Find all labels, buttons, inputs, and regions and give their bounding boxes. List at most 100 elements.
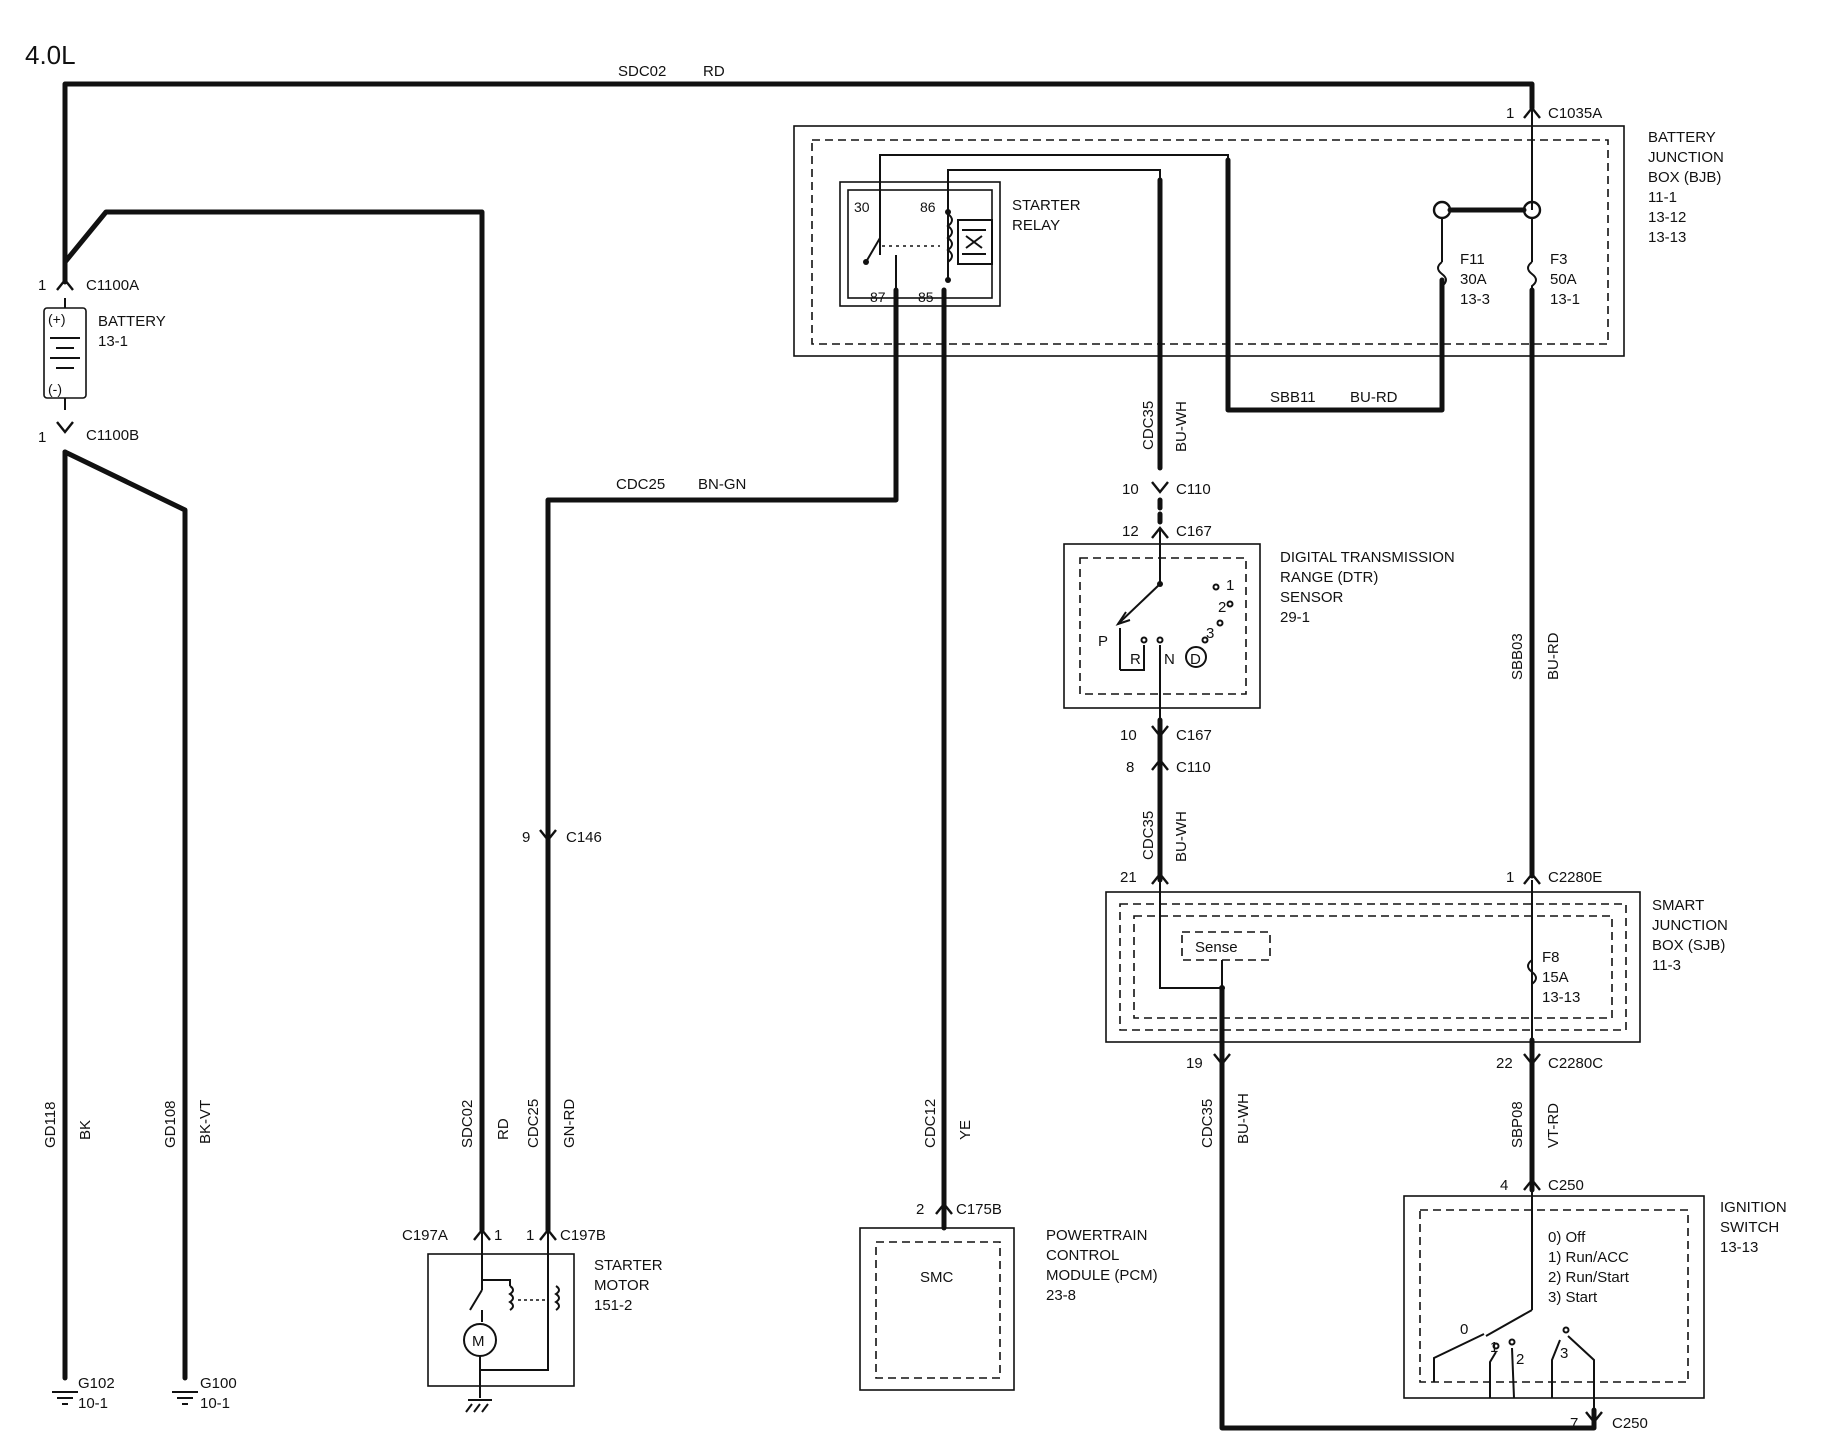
svg-text:2: 2 (1516, 1351, 1524, 1368)
svg-text:BU-WH: BU-WH (1173, 401, 1190, 452)
svg-text:STARTER: STARTER (594, 1257, 663, 1274)
svg-text:C197B: C197B (560, 1227, 606, 1244)
svg-text:C250: C250 (1612, 1415, 1648, 1432)
svg-text:2) Run/Start: 2) Run/Start (1548, 1269, 1630, 1286)
svg-text:C167: C167 (1176, 727, 1212, 744)
svg-text:21: 21 (1120, 869, 1137, 886)
svg-text:GD118: GD118 (42, 1102, 59, 1148)
svg-text:3: 3 (1560, 1345, 1568, 1362)
pcm-smc: SMC (920, 1269, 954, 1286)
svg-text:1: 1 (526, 1227, 534, 1244)
svg-text:4: 4 (1500, 1177, 1508, 1194)
svg-text:C110: C110 (1176, 759, 1211, 776)
svg-text:BU-WH: BU-WH (1235, 1093, 1252, 1144)
svg-text:SBB03: SBB03 (1509, 633, 1526, 680)
connector-c110-bottom: 8 C110 (1126, 758, 1211, 776)
svg-text:C1035A: C1035A (1548, 105, 1602, 122)
svg-text:BATTERY: BATTERY (1648, 129, 1716, 146)
svg-text:1: 1 (1490, 1339, 1498, 1356)
svg-text:13-3: 13-3 (1460, 291, 1490, 308)
wire-cdc25-horizontal: CDC25 BN-GN (545, 287, 899, 1233)
svg-text:C250: C250 (1548, 1177, 1584, 1194)
connector-c1035a: 1 C1035A (1506, 105, 1602, 122)
svg-text:1: 1 (1506, 869, 1514, 886)
wire-sdc02-top: SDC02 RD (62, 63, 1535, 265)
svg-text:BU-RD: BU-RD (1350, 389, 1398, 406)
svg-text:30: 30 (854, 199, 870, 215)
svg-text:POWERTRAIN: POWERTRAIN (1046, 1227, 1147, 1244)
wire-sbb03: SBB03 BU-RD (1509, 287, 1562, 879)
ground-g100: G100 10-1 (172, 1375, 237, 1412)
wire-gd118: GD118 BK (42, 449, 94, 1381)
svg-text:30A: 30A (1460, 271, 1487, 288)
svg-text:N: N (1164, 651, 1175, 668)
engine-label: 4.0L (25, 40, 76, 70)
battery-positive: (+) (48, 311, 66, 327)
wire-cdc12: CDC12 YE (922, 287, 974, 1231)
svg-text:1: 1 (38, 277, 46, 294)
connector-c250-bottom: 7 C250 (1570, 1411, 1648, 1432)
svg-text:1: 1 (494, 1227, 502, 1244)
svg-text:SBP08: SBP08 (1509, 1101, 1526, 1148)
svg-text:C146: C146 (566, 829, 602, 846)
connector-c197a: C197A 1 (402, 1227, 502, 1244)
svg-text:10-1: 10-1 (78, 1395, 108, 1412)
wire-sbb11: SBB11 BU-RD (1225, 157, 1445, 413)
svg-text:13-1: 13-1 (1550, 291, 1580, 308)
svg-text:SBB11: SBB11 (1270, 389, 1316, 406)
connector-c1100a: 1 C1100A (38, 277, 139, 294)
svg-text:85: 85 (918, 289, 934, 305)
svg-text:C175B: C175B (956, 1201, 1002, 1218)
connector-c197b: 1 C197B (526, 1227, 606, 1244)
svg-text:CDC35: CDC35 (1199, 1099, 1216, 1148)
svg-text:BN-GN: BN-GN (698, 476, 746, 493)
svg-text:13-1: 13-1 (98, 333, 128, 350)
battery-negative: (-) (48, 381, 62, 397)
svg-text:0: 0 (1460, 1321, 1468, 1338)
svg-text:23-8: 23-8 (1046, 1287, 1076, 1304)
svg-text:86: 86 (920, 199, 936, 215)
svg-text:BOX (BJB): BOX (BJB) (1648, 169, 1721, 186)
sjb-sense: Sense (1195, 939, 1238, 956)
svg-text:87: 87 (870, 289, 886, 305)
svg-text:SENSOR: SENSOR (1280, 589, 1344, 606)
battery: (+) (-) BATTERY 13-1 (43, 298, 166, 410)
svg-text:VT-RD: VT-RD (1545, 1103, 1562, 1148)
ignition-switch: 0) Off 1) Run/ACC 2) Run/Start 3) Start … (1403, 1190, 1787, 1410)
svg-text:13-13: 13-13 (1720, 1239, 1758, 1256)
svg-text:9: 9 (522, 829, 530, 846)
starter-relay: 30 86 87 85 STARTER RELAY (839, 154, 1229, 307)
connector-c110-top: 10 C110 (1122, 481, 1211, 498)
svg-text:11-3: 11-3 (1652, 957, 1681, 974)
svg-text:CDC25: CDC25 (525, 1099, 542, 1148)
fuse-bus (1432, 200, 1542, 262)
svg-text:F8: F8 (1542, 949, 1560, 966)
svg-text:CDC35: CDC35 (1140, 811, 1157, 860)
svg-text:C2280C: C2280C (1548, 1055, 1603, 1072)
svg-text:RANGE (DTR): RANGE (DTR) (1280, 569, 1378, 586)
svg-text:50A: 50A (1550, 271, 1577, 288)
svg-text:13-12: 13-12 (1648, 209, 1686, 226)
connector-sjb-pin21: 21 (1120, 869, 1169, 886)
fuse-f3: F3 50A 13-1 (1527, 251, 1580, 308)
connector-c146: 9 C146 (522, 829, 602, 846)
svg-text:CDC25: CDC25 (616, 476, 665, 493)
svg-text:C2280E: C2280E (1548, 869, 1602, 886)
wire-cdc35-upper: CDC35 BU-WH (1140, 177, 1190, 531)
connector-c2280c: 22 C2280C (1496, 1053, 1603, 1072)
svg-text:C110: C110 (1176, 481, 1211, 498)
svg-text:D: D (1190, 651, 1201, 668)
svg-text:7: 7 (1570, 1415, 1578, 1432)
fuse-f8: F8 15A 13-13 (1527, 949, 1580, 1006)
svg-text:29-1: 29-1 (1280, 609, 1310, 626)
svg-text:19: 19 (1186, 1055, 1203, 1072)
svg-text:BU-RD: BU-RD (1545, 632, 1562, 680)
wire-gd108: GD108 BK-VT (62, 449, 214, 1381)
svg-text:1: 1 (38, 429, 46, 446)
svg-text:1: 1 (1226, 577, 1234, 594)
svg-text:2: 2 (916, 1201, 924, 1218)
svg-text:12: 12 (1122, 523, 1139, 540)
svg-text:15A: 15A (1542, 969, 1569, 986)
svg-text:G102: G102 (78, 1375, 115, 1392)
